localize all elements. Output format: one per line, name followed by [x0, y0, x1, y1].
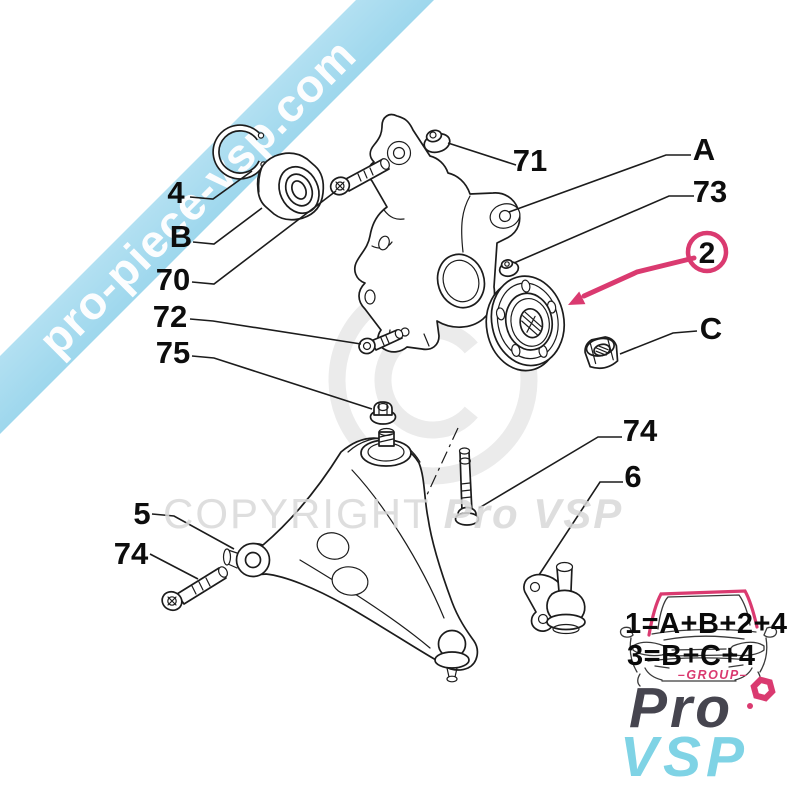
leader-line-71 — [447, 142, 517, 166]
car-headlight-left — [632, 641, 668, 657]
control-arm-part — [222, 427, 479, 683]
wheel-hub-part — [485, 275, 566, 372]
nut-75-part — [369, 401, 397, 425]
bolt-74-left-part — [161, 566, 229, 612]
leader-line-5 — [151, 513, 235, 550]
part-label-6: 6 — [624, 459, 641, 494]
copyright-watermark: COPYRIGHT Pro VSP — [163, 490, 623, 537]
copyright-watermark-brand: Pro VSP — [444, 490, 624, 537]
bolt-74-right-part — [454, 447, 480, 526]
leader-line-6 — [538, 481, 623, 576]
site-banner: pro-piece-vsp.com — [0, 0, 434, 434]
provsp-logo: –GROUP– Pro VSP — [620, 668, 776, 789]
part-label-73: 73 — [693, 174, 727, 209]
leader-line-75 — [191, 355, 373, 410]
highlighted-part-callout: 2 — [568, 230, 729, 305]
wheel-bearing-part — [256, 152, 325, 221]
leader-line-73 — [513, 195, 694, 264]
part-label-b: B — [170, 219, 192, 254]
steering-knuckle-part — [354, 113, 521, 353]
leader-line-74-right — [478, 436, 622, 509]
car-mirror-left — [619, 626, 634, 638]
leader-line-72 — [189, 318, 362, 345]
car-roof-outline — [647, 589, 759, 637]
car-sketch — [619, 589, 778, 687]
kit-formula-2: 3=B+C+4 — [627, 640, 755, 672]
highlight-circle — [685, 230, 729, 274]
leader-line-74-left — [149, 553, 199, 580]
ball-joint-part — [523, 561, 586, 635]
part-label-75: 75 — [156, 335, 190, 370]
leader-line-b — [192, 207, 263, 245]
leader-line-70 — [191, 190, 337, 285]
part-labels: 4 B 70 72 75 5 74 71 A 73 C 74 6 — [114, 132, 727, 571]
part-label-70: 70 — [156, 262, 190, 297]
nut-73-part — [498, 259, 520, 278]
logo-group-label: –GROUP– — [678, 668, 748, 682]
kit-formula-1: 1=A+B+2+4 — [625, 608, 788, 640]
part-label-a: A — [693, 132, 715, 167]
part-label-5: 5 — [133, 496, 150, 531]
part-label-4: 4 — [167, 175, 185, 210]
car-mirror-right — [763, 626, 778, 638]
nut-71-part — [423, 129, 451, 154]
leader-line-c — [619, 330, 698, 355]
car-headlight-right — [729, 641, 765, 657]
copyright-watermark-prefix: COPYRIGHT — [163, 490, 444, 537]
kit-formulas: 1=A+B+2+4 3=B+C+4 — [625, 608, 788, 672]
part-label-74-right: 74 — [623, 413, 658, 448]
highlight-arrowhead — [568, 291, 586, 305]
part-label-74-left: 74 — [114, 536, 149, 571]
leader-lines — [149, 142, 698, 580]
logo-accent-dot — [747, 703, 753, 709]
part-label-71: 71 — [513, 143, 547, 178]
logo-vsp-text: VSP — [620, 725, 749, 789]
part-label-72: 72 — [153, 299, 187, 334]
logo-pro-text: Pro — [629, 676, 733, 740]
bolt-72-part — [358, 329, 404, 355]
highlight-number: 2 — [699, 237, 716, 270]
part-label-c: C — [700, 311, 722, 346]
leader-line-4 — [189, 170, 253, 200]
nut-c-part — [584, 336, 619, 370]
leader-line-a — [508, 154, 691, 213]
logo-hexagon-nut-hole — [757, 683, 769, 695]
bolt-70-part — [329, 158, 390, 196]
